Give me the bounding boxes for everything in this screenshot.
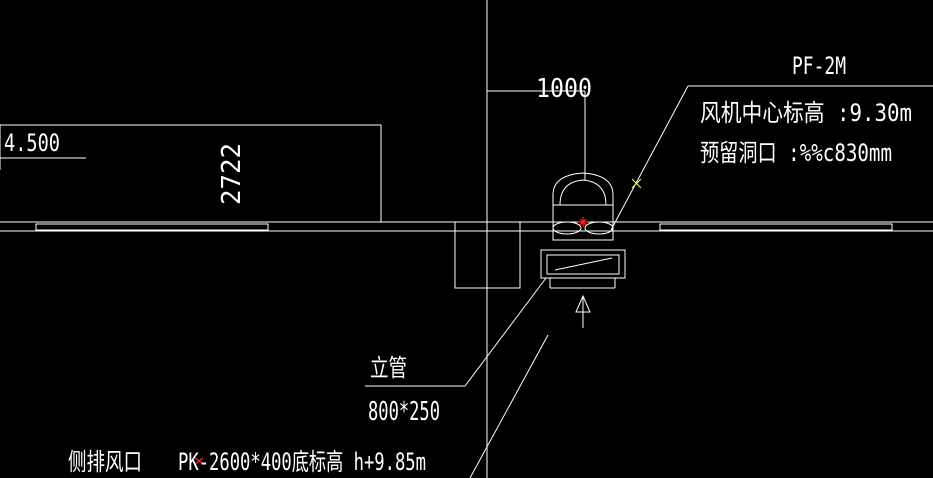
fan-leader-line bbox=[610, 85, 689, 231]
fan-hood-outer bbox=[552, 172, 614, 222]
vertical-dimension-label: 2722 bbox=[217, 143, 247, 205]
fan-body bbox=[552, 222, 614, 241]
riser-leader-line bbox=[464, 277, 547, 387]
exhaust-marker bbox=[194, 457, 204, 465]
fan-base-outer bbox=[540, 249, 626, 279]
side-exhaust-spec-label: PK-2600*400底标高 h+9.85m bbox=[178, 448, 426, 476]
exhaust-leader-line bbox=[469, 334, 549, 478]
riser-box bbox=[454, 221, 521, 289]
dimension-1000-label: 1000 bbox=[536, 74, 592, 104]
side-exhaust-label: 侧排风口 bbox=[68, 448, 142, 476]
fan-code-label: PF-2M bbox=[792, 52, 846, 80]
fan-base-diagonal bbox=[554, 257, 613, 271]
fan-base-inner bbox=[546, 254, 620, 275]
fan-hood-inner bbox=[559, 179, 607, 206]
snap-marker bbox=[631, 178, 642, 189]
riser-size-label: 800*250 bbox=[368, 397, 440, 427]
markers bbox=[194, 178, 642, 465]
fan-center-elevation-label: 风机中心标高 :9.30m bbox=[700, 99, 912, 127]
left-duct-segment bbox=[35, 223, 269, 231]
reserved-opening-label: 预留洞口 :%%c830mm bbox=[700, 139, 892, 167]
riser-label: 立管 bbox=[370, 354, 407, 382]
airflow-arrow-head bbox=[575, 294, 591, 313]
right-duct-segment bbox=[659, 223, 893, 231]
fan-center-marker bbox=[578, 217, 588, 227]
elevation-left-label: 4.500 bbox=[4, 129, 60, 157]
